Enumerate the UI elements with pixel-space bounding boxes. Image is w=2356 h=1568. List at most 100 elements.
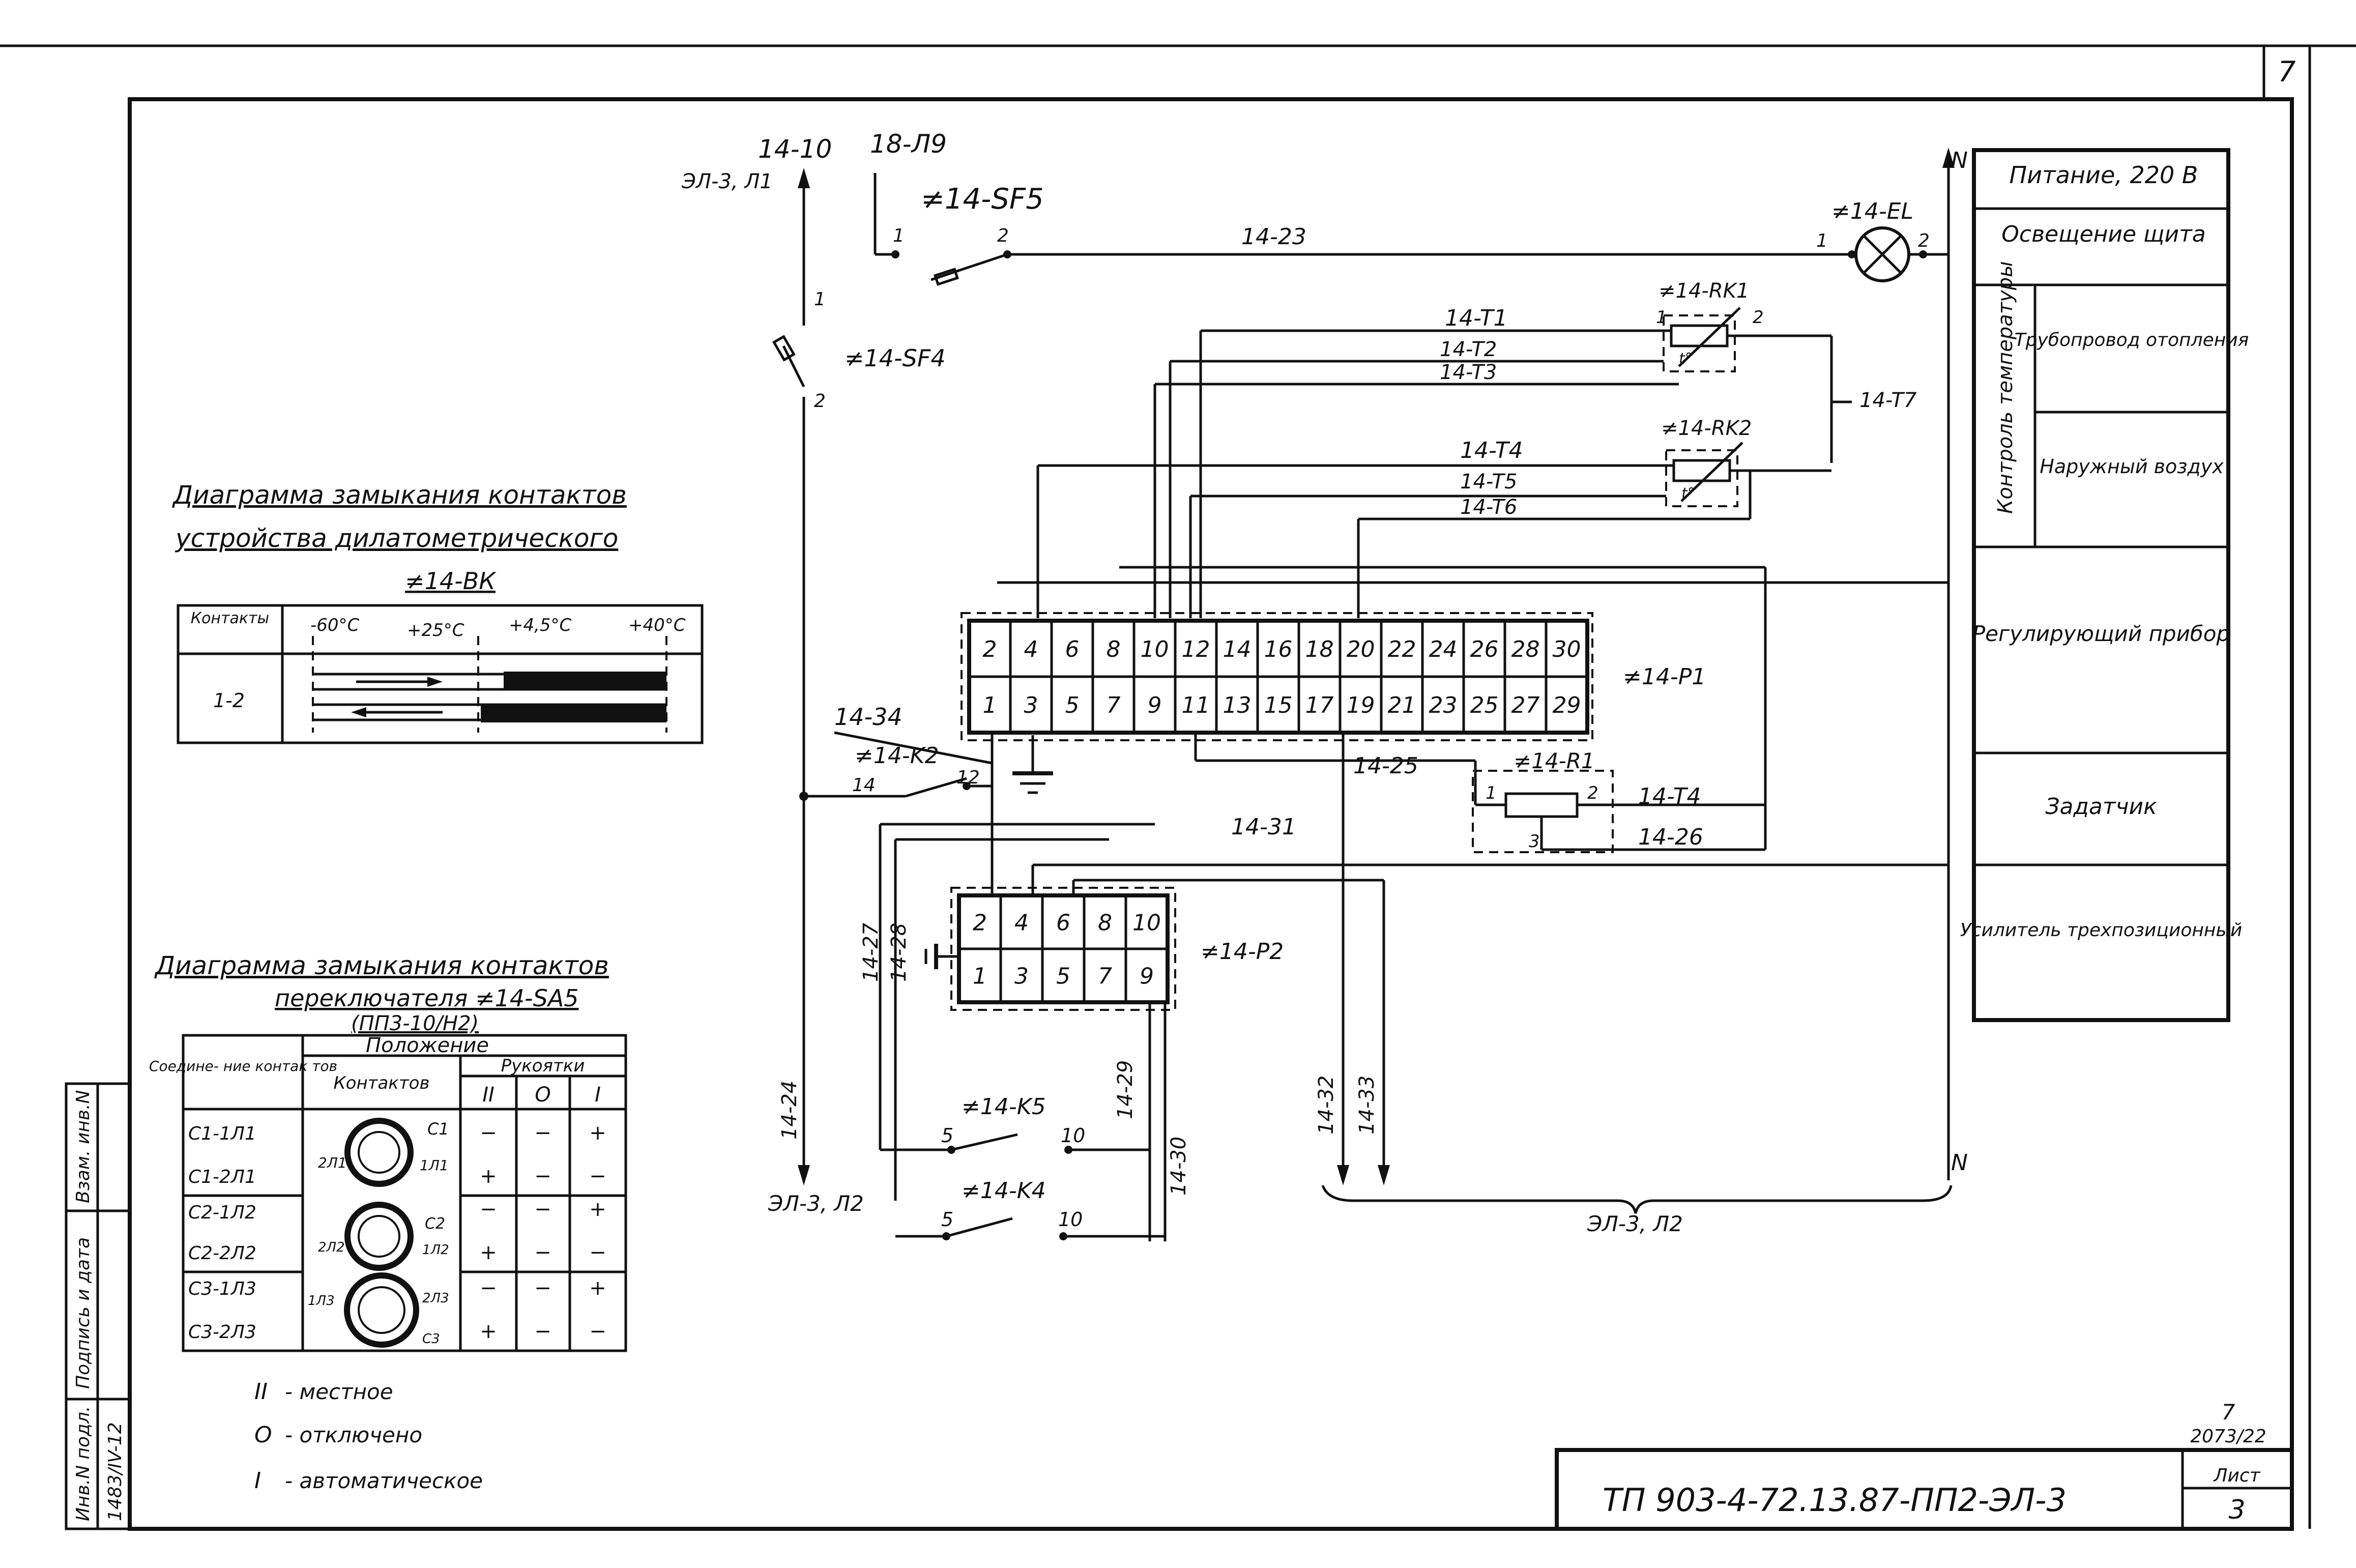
label-el3-l2-left: ЭЛ-3, Л2 — [768, 1191, 864, 1216]
note-symbol: II — [254, 1379, 268, 1405]
terminal-number: 26 — [1470, 636, 1499, 662]
diagram2-header-connection: Соедине- ние контак тов — [149, 1058, 337, 1075]
pin-label: 2 — [814, 391, 826, 412]
note-text: - отключено — [285, 1422, 422, 1447]
switch-label: C2 — [425, 1215, 445, 1233]
terminal-number: 13 — [1223, 692, 1252, 718]
diagram2-cell: − — [480, 1276, 497, 1300]
label-sf4: ≠14-SF4 — [845, 344, 946, 372]
legend-regulator-label: Регулирующий прибор — [1972, 621, 2230, 646]
switch-label: 2Л1 — [318, 1154, 347, 1171]
legend-lighting-label: Освещение щита — [2001, 221, 2205, 247]
label-el: ≠14-EL — [1831, 198, 1913, 224]
terminal-number: 4 — [1024, 636, 1038, 662]
label-r1: ≠14-R1 — [1514, 748, 1595, 773]
switch-label: C3 — [422, 1331, 440, 1347]
terminal-number: 5 — [1056, 964, 1070, 990]
breaker-sf4-icon — [772, 335, 796, 362]
terminal-number: 25 — [1470, 692, 1499, 718]
terminal-number: 9 — [1140, 964, 1154, 990]
breaker-sf5-icon — [934, 268, 959, 286]
terminal-number: 29 — [1553, 692, 1581, 718]
diagram-dilatometric: Диаграмма замыкания контактов устройства… — [172, 480, 704, 744]
terminal-number: 3 — [1024, 692, 1038, 718]
terminal-number: 22 — [1388, 636, 1416, 662]
diagram1-temp-4: +40°C — [628, 615, 686, 635]
label-14-t3: 14-T3 — [1440, 361, 1497, 384]
breaker-sf4-contact — [782, 345, 805, 388]
diagram2-title-line1: Диаграмма замыкания контактов — [154, 951, 609, 980]
contact-k2 — [905, 777, 967, 798]
terminal-dot — [1919, 250, 1927, 258]
diagram1-row-label: 1-2 — [213, 689, 245, 712]
label-14-30: 14-30 — [1167, 1137, 1190, 1196]
diagram2-row-name: C1-2Л1 — [188, 1167, 256, 1187]
side-stamp-inv-label: Инв.N подл. — [73, 1406, 94, 1521]
diagram1-device: ≠14-ВК — [405, 567, 497, 595]
diagram1-arrow-head-left — [351, 707, 366, 717]
label-el3-l1: ЭЛ-3, Л1 — [681, 170, 773, 193]
schematic — [772, 148, 1955, 1241]
legend-setpoint-label: Задатчик — [2045, 794, 2157, 820]
label-k4: ≠14-K4 — [962, 1178, 1046, 1204]
sensor-temp-mark: t° — [1679, 350, 1693, 368]
label-14-t6: 14-T6 — [1460, 496, 1517, 519]
diagram2-row-name: C2-2Л2 — [188, 1243, 256, 1264]
diagram2-cell: + — [480, 1320, 497, 1343]
terminal-number: 28 — [1511, 636, 1540, 662]
pin-label: 1 — [814, 289, 826, 310]
label-14-28: 14-28 — [887, 923, 911, 982]
pin-label: 10 — [1061, 1124, 1085, 1147]
diagram1-closed-band — [504, 672, 666, 689]
sensor-rk1-box — [1663, 314, 1736, 372]
switch-ring-inner — [358, 1286, 405, 1334]
pin-label: 1 — [1656, 307, 1667, 328]
lamp-cross — [1863, 235, 1902, 274]
pin-label: 1 — [1486, 783, 1497, 803]
drawing-frame — [128, 97, 2294, 1531]
diagram2-position-O: O — [535, 1083, 550, 1107]
terminal-number: 21 — [1388, 692, 1416, 718]
diagram2-title-line2: переключателя ≠14-SA5 — [275, 984, 579, 1012]
contact-k4 — [946, 1217, 1013, 1238]
diagram2-cell: + — [589, 1276, 606, 1300]
terminal-number: 19 — [1347, 692, 1375, 718]
diagram2-cell: − — [534, 1165, 551, 1188]
terminal-number: 1 — [983, 692, 997, 718]
relay-p1-frame — [961, 612, 1593, 741]
side-stamp-inv-value: 1483/IV-12 — [105, 1422, 126, 1521]
legend-power-label: Питание, 220 B — [2010, 161, 2198, 189]
pin-label: 1 — [893, 225, 905, 246]
diagram2-row-name: C2-1Л2 — [188, 1202, 256, 1223]
diagram2-cell: − — [589, 1320, 606, 1343]
diagram-switch: Диаграмма замыкания контактов переключат… — [149, 951, 627, 1352]
legend-frame — [1972, 148, 2230, 1022]
wire-arrow-down — [1337, 1165, 1349, 1185]
label-14-29: 14-29 — [1114, 1060, 1137, 1119]
junction-dot — [799, 792, 808, 801]
wire-arrow-down — [1378, 1165, 1390, 1185]
switch-ring-inner — [358, 1215, 400, 1258]
terminal-number: 8 — [1098, 910, 1112, 936]
label-14-t7: 14-T7 — [1859, 389, 1917, 412]
diagram2-cell: + — [480, 1165, 497, 1188]
label-n-bottom: N — [1951, 1150, 1968, 1176]
cable-brace — [1321, 1185, 1953, 1214]
terminal-dot — [1003, 250, 1011, 258]
terminal-dot — [942, 1232, 950, 1240]
terminal-number: 1 — [973, 964, 987, 990]
terminal-number: 9 — [1148, 692, 1162, 718]
terminal-number: 16 — [1264, 636, 1293, 662]
terminal-dot — [1848, 250, 1856, 258]
diagram2-position-II: II — [482, 1083, 495, 1107]
label-el3-l2-bottom: ЭЛ-3, Л2 — [1587, 1211, 1683, 1236]
switch-label: 1Л1 — [420, 1157, 449, 1174]
diagram2-cell: − — [534, 1320, 551, 1343]
diagram2-row-name: C3-2Л3 — [188, 1322, 256, 1343]
diagram2-row-name: C3-1Л3 — [188, 1279, 256, 1299]
label-14-33: 14-33 — [1355, 1076, 1379, 1135]
breaker-sf5-contact — [930, 253, 1008, 281]
